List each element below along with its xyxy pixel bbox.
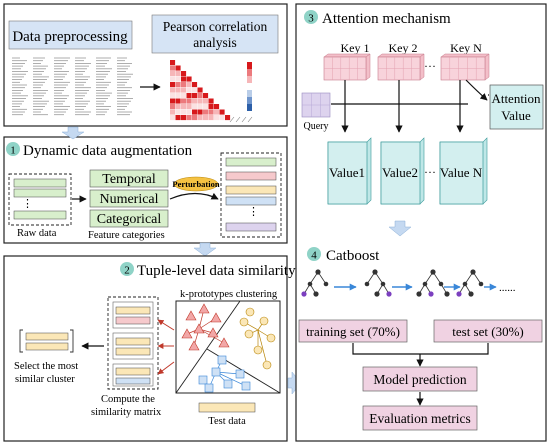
feature-numerical (89, 189, 169, 208)
feature-categorical (89, 209, 169, 228)
flow-arrow-4 (388, 220, 412, 237)
step-number: 3 (308, 13, 314, 25)
raw-data-label: Raw data (17, 228, 57, 239)
training-set-label: training set (70%) (306, 324, 400, 339)
training-set-box (298, 319, 408, 343)
test-data-label: Test data (208, 416, 246, 427)
step-number-badge (304, 10, 318, 24)
augmented-data-group (220, 152, 282, 238)
augmentation-panel: 1 Dynamic data augmentation ⋮ Raw data T… (3, 136, 288, 244)
raw-data-group (8, 173, 72, 226)
select-label-line1: Select the most (14, 361, 78, 372)
augmentation-title: Dynamic data augmentation (23, 143, 193, 159)
pearson-box (151, 14, 279, 54)
correlation-heatmap-thumbnail (170, 60, 253, 123)
model-prediction-box (362, 366, 478, 392)
augmented-ellipsis: ⋮ (248, 206, 259, 218)
test-set-box (433, 319, 543, 343)
catboost-title: Catboost (326, 248, 380, 264)
evaluation-metrics-box (362, 405, 478, 431)
model-prediction-label: Model prediction (373, 372, 467, 387)
step-number-badge (120, 262, 134, 276)
attention-title: Attention mechanism (322, 11, 451, 27)
attention-value-line2: Value (501, 108, 531, 123)
key-n-label: Key N (450, 41, 482, 55)
feature-temporal-label: Temporal (102, 172, 156, 187)
feature-numerical-label: Numerical (99, 192, 158, 207)
feature-categories-label: Feature categories (88, 230, 165, 241)
value-blocks: Value1 Value2 ··· Value N (327, 137, 488, 205)
cluster-points (175, 300, 281, 394)
test-set-label: test set (30%) (452, 324, 523, 339)
preprocessing-label: Data preprocessing (12, 29, 128, 45)
attention-value-line1: Attention (491, 91, 541, 106)
step-number-badge (6, 142, 20, 156)
step-number: 2 (124, 265, 130, 277)
feature-temporal (89, 169, 169, 188)
evaluation-metrics-label: Evaluation metrics (369, 411, 471, 426)
step-number: 4 (311, 250, 317, 262)
select-label-line2: similar cluster (15, 374, 75, 385)
perturbation-label: Perturbation (172, 179, 219, 189)
key-ellipsis: ··· (424, 59, 436, 73)
similarity-title: Tuple-level data similarity (137, 263, 296, 279)
pearson-label-line2: analysis (193, 35, 237, 50)
compute-label-line1: Compute the (101, 394, 155, 405)
test-data-bar (198, 402, 256, 413)
value-ellipsis: ··· (424, 165, 436, 179)
flow-arrow-2 (193, 242, 217, 257)
clustering-label: k-prototypes clustering (180, 289, 278, 300)
perturbation-arrow (169, 192, 219, 200)
similarity-panel: 2 Tuple-level data similarity k-prototyp… (3, 255, 296, 442)
preprocessing-box (8, 20, 133, 50)
flow-arrow-1 (61, 126, 85, 140)
raw-data-table-thumbnail (12, 57, 133, 116)
key-blocks (323, 53, 490, 81)
query-label: Query (304, 121, 329, 132)
boosted-trees (301, 269, 497, 297)
step-number: 1 (10, 145, 16, 157)
attention-value-box (489, 84, 544, 130)
tree-ellipsis: ...... (499, 282, 516, 294)
key-1-label: Key 1 (341, 41, 370, 55)
query-block (301, 92, 331, 118)
compute-label-line2: similarity matrix (91, 407, 162, 418)
preprocessing-panel: Data preprocessing Pearson correlation a… (3, 3, 288, 127)
attention-panel: 3 Attention mechanism Key 1 Key 2 Key N … (301, 10, 544, 205)
key-2-label: Key 2 (389, 41, 418, 55)
raw-ellipsis: ⋮ (22, 198, 33, 210)
feature-categorical-label: Categorical (97, 212, 162, 227)
step-number-badge (307, 247, 321, 261)
value-2-label: Value2 (382, 165, 418, 180)
value-n-label: Value N (440, 165, 483, 180)
pearson-label-line1: Pearson correlation (163, 19, 268, 34)
perturbation-badge (173, 176, 219, 192)
value-1-label: Value1 (329, 165, 365, 180)
catboost-panel: 4 Catboost ...... training set (70%) tes… (298, 247, 543, 431)
